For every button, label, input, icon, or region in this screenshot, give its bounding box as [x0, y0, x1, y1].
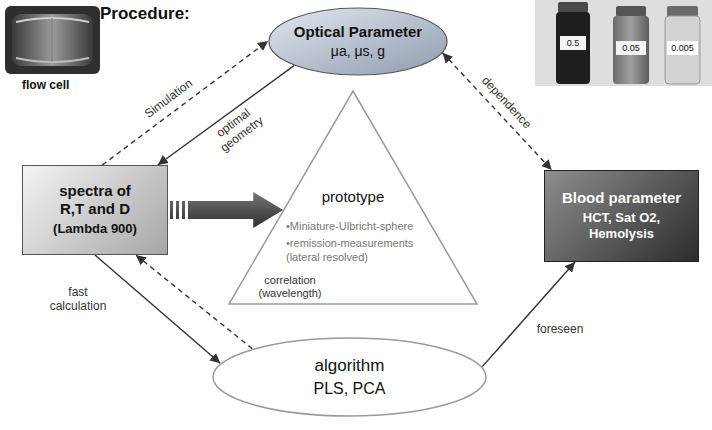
- solid-arrow: [95, 255, 220, 363]
- ellipse-shape: [213, 338, 486, 416]
- edge-label: fast calculation: [46, 286, 110, 314]
- diagram-title: Procedure:: [100, 4, 190, 24]
- vial-label-holder: 0.05: [622, 44, 640, 53]
- edge-label: correlation (wavelength): [250, 274, 330, 299]
- edge-label-holder: foreseen: [535, 323, 586, 337]
- node-heading: prototype: [228, 188, 478, 206]
- edge-label: foreseen: [535, 323, 586, 337]
- bullet-item: •Miniature-Ulbricht-sphere: [286, 220, 431, 234]
- algorithm-ellipse: algorithmPLS, PCA: [212, 337, 487, 417]
- vial-label: 0.005: [671, 44, 694, 53]
- edge-label-holder: fast calculation: [46, 286, 110, 314]
- dashed-arrow: [443, 53, 552, 170]
- vial-label: 0.05: [622, 44, 640, 53]
- diagram-title-holder: Procedure:: [100, 4, 190, 24]
- edge-label: optimal geometry: [206, 100, 271, 158]
- node-body: PLS, PCA: [313, 379, 385, 398]
- solid-arrow: [158, 65, 295, 165]
- ellipse-outline: [212, 337, 487, 417]
- photo-caption-holder: flow cell: [22, 78, 69, 92]
- edge-label: dependence: [477, 73, 535, 134]
- edge-label-holder: dependence: [477, 73, 535, 134]
- parameter-ellipse: Optical Parameter μa, μs, g: [268, 7, 448, 76]
- flow-cell-photo: [5, 6, 100, 74]
- vial-label-holder: 0.5: [567, 39, 580, 48]
- node-heading: algorithm: [315, 356, 385, 376]
- node-heading: Optical Parameter: [294, 23, 422, 41]
- vial-label: 0.5: [567, 39, 580, 48]
- node-body: μa, μs, g: [331, 43, 385, 60]
- node-body: (Lambda 900): [53, 221, 137, 237]
- node-heading: Blood parameter: [562, 189, 681, 207]
- block-arrow: [170, 192, 283, 228]
- process-box: Blood parameterHCT, Sat O2, Hemolysis: [544, 170, 699, 262]
- node-body: HCT, Sat O2, Hemolysis: [553, 210, 690, 241]
- vial-label-holder: 0.005: [671, 44, 694, 53]
- node-heading: spectra of R,T and D: [48, 182, 143, 218]
- photo-caption: flow cell: [22, 78, 69, 92]
- blood-vials-photo: [535, 0, 712, 86]
- solid-arrow: [482, 262, 575, 367]
- bullet-item: •remission-measurements (lateral resolve…: [286, 237, 431, 265]
- edge-label-holder: correlation (wavelength): [250, 274, 330, 299]
- ellipse-outline: [268, 7, 448, 76]
- edge-label-holder: optimal geometry: [206, 100, 271, 158]
- ellipse-shape: [269, 8, 447, 75]
- process-box: spectra of R,T and D (Lambda 900): [22, 165, 168, 255]
